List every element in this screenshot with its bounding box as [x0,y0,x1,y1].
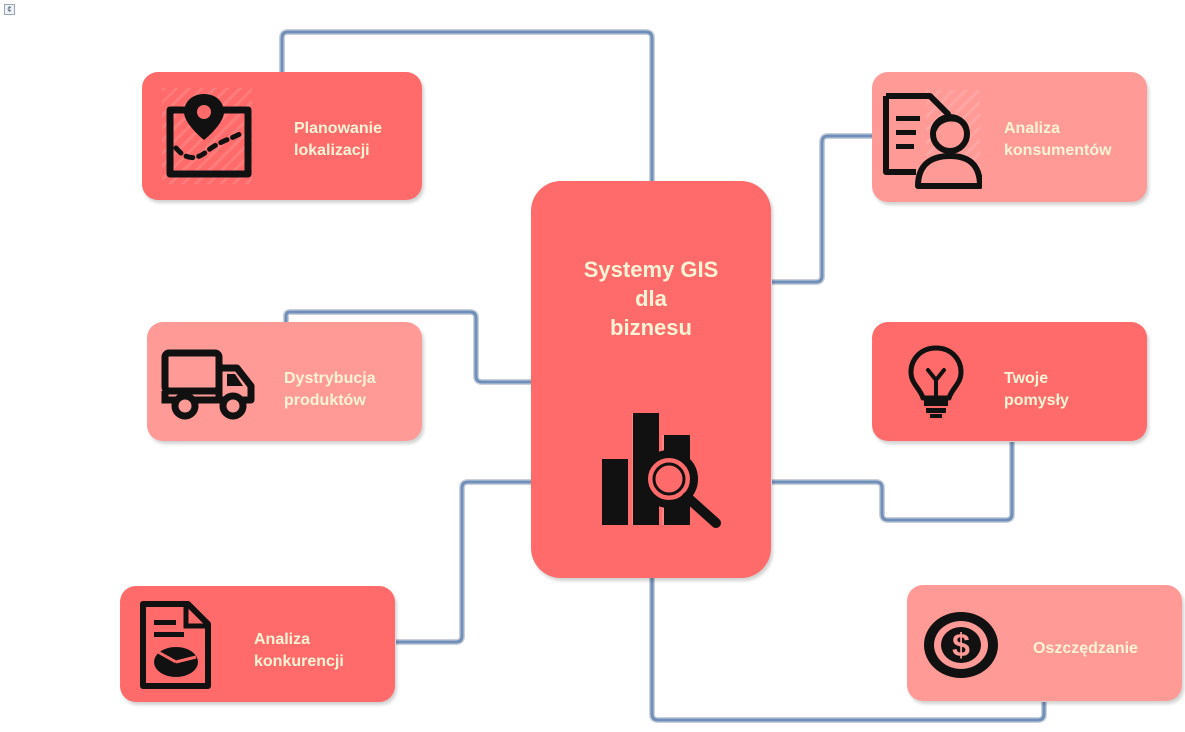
center-node: Systemy GIS dla biznesu [531,181,771,578]
node-label: Oszczędzanie [1033,638,1138,660]
node-label-line: Planowanie [294,120,383,137]
node-analiza-konkurencji[interactable]: Analiza konkurencji [120,586,395,702]
connector-planowanie [280,30,654,182]
map-pin-route-icon [166,94,252,178]
connector-konsumenci [772,134,872,284]
report-pie-chart-icon [140,601,211,689]
node-dystrybucja-produktow[interactable]: Dystrybucja produktów [147,322,422,441]
center-title-line: biznesu [610,315,692,340]
node-analiza-konsumentow[interactable]: Analiza konsumentów [872,72,1147,202]
center-title: Systemy GIS dla biznesu [531,255,771,342]
node-label-line: Analiza [254,631,311,648]
node-label-line: Twoje [1004,370,1049,387]
customer-profile-icon [883,93,982,189]
dollar-coin-icon: $ [924,612,998,678]
node-label-line: lokalizacji [294,142,370,159]
node-label-line: produktów [284,392,366,409]
small-toolbar-icon[interactable]: ¢ [4,4,15,15]
node-label-line: Analiza [1004,120,1061,137]
bar-chart-magnifier-icon [602,413,721,528]
node-label-line: konkurencji [254,653,344,670]
center-title-line: dla [635,286,667,311]
light-bulb-icon [908,345,964,418]
connector-oszczedzanie [650,578,1046,722]
node-oszczedzanie[interactable]: $ Oszczędzanie [907,585,1182,701]
node-planowanie-lokalizacji[interactable]: Planowanie lokalizacji [142,72,422,200]
node-label: Analiza konsumentów [1004,118,1112,162]
node-twoje-pomysly[interactable]: Twoje pomysły [872,322,1147,441]
connector-dystrybucja [284,310,532,384]
node-label: Planowanie lokalizacji [294,118,382,162]
node-label-line: pomysły [1004,392,1069,409]
node-label: Analiza konkurencji [254,629,344,673]
connector-konkurencja [396,480,532,644]
node-label-line: Oszczędzanie [1033,640,1138,657]
center-title-line: Systemy GIS [583,257,719,282]
node-label-line: Dystrybucja [284,370,376,387]
delivery-truck-icon [161,349,255,420]
svg-text:$: $ [952,627,970,663]
node-label-line: konsumentów [1004,142,1112,159]
node-label: Dystrybucja produktów [284,368,376,412]
node-label: Twoje pomysły [1004,368,1069,412]
connector-pomysly [772,442,1014,522]
